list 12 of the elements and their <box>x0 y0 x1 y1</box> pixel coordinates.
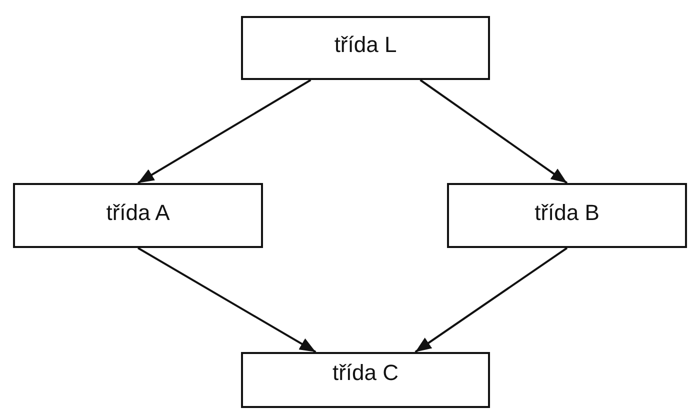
class-box <box>13 183 263 248</box>
class-box <box>241 352 490 408</box>
arrow <box>420 79 568 184</box>
arrow <box>138 247 316 353</box>
arrow <box>414 247 568 353</box>
arrow <box>137 79 312 184</box>
class-name: třída C <box>332 360 399 387</box>
class-box <box>447 183 687 248</box>
class-name: třída A <box>106 200 170 226</box>
class-name: třída B <box>534 200 600 226</box>
class-box <box>241 16 490 80</box>
class-name: třída L <box>334 32 397 59</box>
